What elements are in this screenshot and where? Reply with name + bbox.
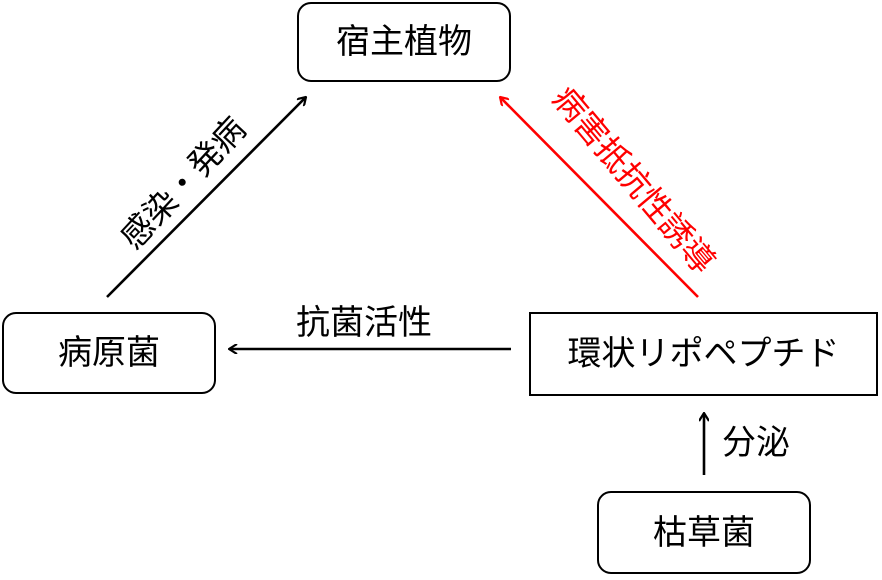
secretion-edge-label: 分泌 <box>722 423 790 463</box>
host-plant-label: 宿主植物 <box>336 22 472 62</box>
host-plant-node: 宿主植物 <box>297 2 511 82</box>
antibacterial-edge-label: 抗菌活性 <box>296 303 432 343</box>
resistance-arrow <box>500 97 699 298</box>
pathogen-node: 病原菌 <box>2 312 216 394</box>
cyclic-lipopeptide-label: 環状リポペプチド <box>567 334 840 374</box>
bacillus-subtilis-label: 枯草菌 <box>653 512 755 553</box>
bacillus-subtilis-node: 枯草菌 <box>597 491 811 574</box>
cyclic-lipopeptide-node: 環状リポペプチド <box>529 312 878 396</box>
infection-arrow <box>106 97 306 298</box>
pathogen-label: 病原菌 <box>58 333 160 373</box>
